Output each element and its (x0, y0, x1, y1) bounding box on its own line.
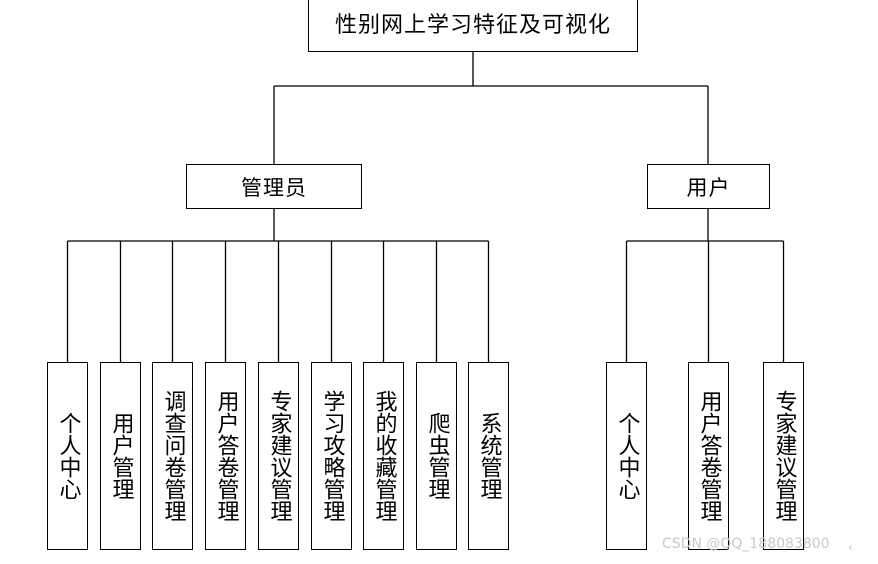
admin-child-2: 用户管理 (100, 362, 141, 550)
root-node-label: 性别网上学习特征及可视化 (334, 13, 611, 38)
admin-child-label: 个人中心 (55, 412, 81, 500)
admin-child-6: 学习攻略管理 (311, 362, 352, 550)
corner-mark-icon: ‹ (848, 540, 853, 554)
admin-child-label: 调查问卷管理 (160, 390, 186, 522)
user-child-1: 个人中心 (606, 362, 647, 550)
admin-child-1: 个人中心 (47, 362, 88, 550)
user-node-label: 用户 (686, 175, 731, 200)
admin-child-label: 专家建议管理 (266, 390, 292, 522)
user-child-2: 用户答卷管理 (688, 362, 729, 550)
admin-child-label: 我的收藏管理 (371, 390, 397, 522)
admin-child-5: 专家建议管理 (258, 362, 299, 550)
admin-node: 管理员 (186, 164, 362, 209)
admin-child-3: 调查问卷管理 (152, 362, 193, 550)
user-node: 用户 (647, 164, 770, 209)
user-child-label: 用户答卷管理 (696, 390, 722, 522)
admin-child-label: 系统管理 (476, 412, 502, 500)
admin-child-4: 用户答卷管理 (205, 362, 246, 550)
admin-node-label: 管理员 (241, 175, 307, 200)
admin-child-9: 系统管理 (468, 362, 509, 550)
admin-child-8: 爬虫管理 (416, 362, 457, 550)
admin-child-label: 学习攻略管理 (319, 390, 345, 522)
admin-child-label: 爬虫管理 (424, 412, 450, 500)
admin-child-label: 用户答卷管理 (213, 390, 239, 522)
user-child-label: 个人中心 (614, 412, 640, 500)
admin-child-label: 用户管理 (108, 412, 134, 500)
user-child-3: 专家建议管理 (763, 362, 804, 550)
root-node: 性别网上学习特征及可视化 (308, 0, 638, 52)
csdn-watermark: CSDN @QQ_188083800 (662, 536, 830, 552)
user-child-label: 专家建议管理 (771, 390, 797, 522)
admin-child-7: 我的收藏管理 (363, 362, 404, 550)
